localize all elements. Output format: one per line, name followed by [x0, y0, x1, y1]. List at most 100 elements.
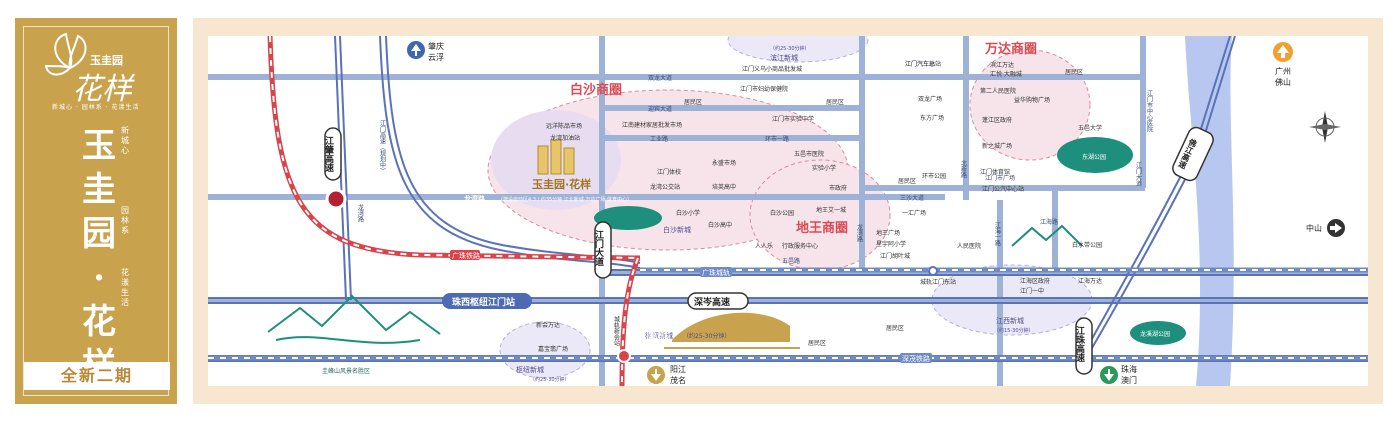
poi-label: 枢纽新城 [646, 332, 670, 340]
poi-label: 江门市实验中学 [772, 115, 814, 123]
poi-label: 江海区政府 [1020, 277, 1050, 285]
poi-label: 一汇广场 [902, 209, 926, 217]
xinhui-station-marker [617, 349, 631, 363]
direction-label: 澳门 [1121, 375, 1137, 385]
poi-label: 益华购物广场 [1014, 96, 1050, 104]
expressway-label: 珠西枢纽江门站 [452, 296, 515, 308]
poi-label: 地王艾一城 [816, 206, 846, 214]
expressway-label: 江门大道 [593, 229, 604, 267]
poi-label: 江海万达 [1078, 277, 1102, 285]
poi-label: 江门胡叶城 [880, 252, 910, 260]
poi-label: 居民区 [886, 325, 904, 332]
poi-label: 人民医院 [957, 242, 981, 250]
expressway-label: 江肇高速 [323, 135, 334, 173]
newtown-label: 白沙新城 [663, 225, 691, 234]
railway-label: 广珠铁路 [452, 251, 480, 260]
poi-label: 东湖公园 [1082, 153, 1106, 161]
road-label: 江门汽车站 [905, 60, 935, 68]
compass-rose-icon [1309, 111, 1341, 143]
newtown-note: （约15-30分钟） [994, 327, 1034, 334]
newtown-shuniu-zone [499, 321, 591, 379]
direction-label: 广州 [1275, 66, 1291, 76]
guangzhou-arrow-icon [1273, 42, 1293, 62]
poi-label: 环市公园 [922, 172, 946, 180]
road-label: 江门高速（规划中） [379, 120, 386, 174]
newtown-label: 枢纽新城 [645, 331, 673, 340]
poi-label: 圭峰山风景名胜区 [322, 367, 370, 375]
poi-label: 五邑大学 [1078, 124, 1102, 132]
road-label: 江海一路 [994, 222, 1001, 247]
jiangmen-avenue-pill [594, 221, 612, 279]
direction-label: 珠海 [1121, 364, 1137, 374]
poi-label: 居民区 [1065, 69, 1083, 76]
title-char: 园 [82, 214, 116, 254]
poi-label: 市政府 [829, 184, 847, 192]
poi-label: 龙湾加油站 [550, 134, 580, 142]
poi-label: 城轨新会站 [613, 316, 620, 347]
direction-label: 云浮 [428, 52, 444, 62]
map-canvas: 白沙商圈 万达商圈 地王商圈 玉圭园·花样 龙湾路 （建设启动区4.3 / 约3… [208, 36, 1368, 386]
poi-label: 新之城广场 [982, 142, 1012, 150]
poi-label: 江门体校 [657, 168, 681, 176]
newtown-label: 滨江新城 [770, 53, 798, 62]
road-label: 江门大道 [1135, 162, 1142, 187]
logo-tagline: 新城心 · 园林系 · 花漾生活 [52, 104, 140, 111]
title-char: 圭 [82, 170, 116, 210]
direction-label: 阳江 [670, 365, 686, 374]
slogan-column: 园林系 [121, 206, 129, 235]
poi-label: 江门公汽中心站 [982, 185, 1024, 193]
road-label: 五邑路 [782, 257, 800, 265]
poi-label: 远洋陈品市场 [546, 122, 582, 130]
poi-label: 星宇阿小学 [876, 240, 906, 248]
logo-main-text: 花样 [72, 72, 132, 107]
road-label: 江门市中心医院 [1146, 90, 1153, 133]
expressway-label: 深岑高速 [694, 296, 730, 308]
road-label: 三沙大道 [900, 194, 924, 202]
newtown-note: （约25-30分钟） [683, 332, 730, 340]
longxi-lake-park [1130, 321, 1186, 345]
project-building-icon [537, 139, 575, 175]
poi-label: 汇悦·大融城 [990, 70, 1022, 78]
zhaoqing-arrow-icon [407, 41, 425, 59]
east-lake-park [1057, 137, 1133, 173]
district-label: 白沙商圈 [570, 82, 622, 98]
newtown-binjiang-zone [727, 36, 869, 63]
poi-label: 蓬江区政府 [982, 116, 1012, 124]
poi-label: 白沙公园 [770, 209, 794, 217]
river [1185, 36, 1234, 386]
logo-leaf-icon [44, 32, 87, 76]
road-label: 双龙大道 [648, 74, 672, 82]
road-label: 环市一路 [765, 135, 789, 143]
brand-panel [15, 18, 177, 404]
poi-label: 居民区 [826, 99, 844, 106]
vertical-title: 玉 圭 园 · 花 样 [80, 124, 118, 388]
jiangzhu-pill [1075, 317, 1093, 375]
poi-label: 第二人民医院 [980, 87, 1016, 95]
direction-label: 中山 [1306, 223, 1322, 233]
poi-label: 城轨江门东站 [920, 278, 956, 286]
slogan-column: 花漾生活 [121, 268, 129, 307]
railway-tag [700, 267, 732, 277]
poi-label: 江门汽车总站 [905, 60, 941, 68]
poi-label: 滨江万达 [990, 61, 1014, 69]
railway-tag [450, 250, 480, 260]
direction-label: 茂名 [670, 375, 686, 385]
poi-label: 居民区 [684, 99, 702, 106]
slogan-column: 新城心 [121, 126, 129, 155]
newtown-note: （约25-30分钟） [770, 45, 810, 52]
zhuhai-arrow-icon [1100, 366, 1118, 384]
jiangmen-station-marker [325, 188, 347, 210]
logo-brand-name: 玉圭园 [90, 54, 123, 67]
poi-label: 东方广场 [920, 114, 944, 122]
railway-label: 深茂铁路 [902, 354, 930, 363]
poi-label: 居民区 [898, 178, 916, 185]
district-label: 地王商圈 [796, 220, 848, 236]
phase-label: 全新二期 [24, 362, 170, 390]
poi-label: 龙溪湖公园 [1140, 330, 1170, 338]
expressway-label: 江珠高速 [1074, 325, 1085, 363]
road-labels: 龙湾路 江门高速（规划中） 双龙大道 迎宾大道 工业路 环市一路 五邑路 江门市… [357, 60, 1153, 265]
newtown-label: 江西新城 [996, 316, 1024, 325]
road-label: 江海路 [1040, 218, 1058, 226]
poi-label: 培英高中 [712, 183, 736, 191]
yangjiang-arrow-icon [647, 366, 665, 384]
